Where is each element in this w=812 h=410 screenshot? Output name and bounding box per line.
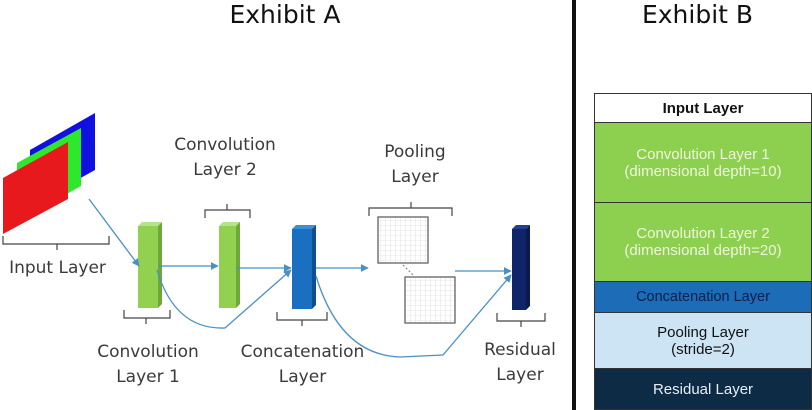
- pooling-map-1: [377, 216, 429, 264]
- stack-row-residual: Residual Layer: [595, 369, 811, 409]
- connections: [88, 198, 512, 358]
- arrow-conv1-concat-skip: [156, 269, 292, 329]
- input-layer-icon: [3, 113, 95, 234]
- exhibit-b-title: Exhibit B: [641, 0, 754, 29]
- stack-row-pooling: Pooling Layer (stride=2): [595, 313, 811, 369]
- pooling-ellipsis: [402, 264, 415, 277]
- concat-block: [292, 225, 316, 309]
- exhibit-a-diagram: [2, 113, 546, 358]
- conv2-bracket: [204, 204, 251, 218]
- input-layer-label: Input Layer: [9, 258, 106, 278]
- exhibit-divider: [572, 0, 576, 410]
- pooling-label: Pooling Layer: [384, 142, 446, 187]
- conv1-bracket: [123, 310, 171, 324]
- arrow-concat-residual-skip: [315, 274, 512, 358]
- layer-stack: Input Layer Convolution Layer 1 (dimensi…: [594, 93, 812, 410]
- residual-label: Residual Layer: [484, 340, 556, 385]
- exhibit-a-title: Exhibit A: [229, 0, 341, 29]
- conv2-label: Convolution Layer 2: [174, 135, 276, 180]
- stack-row-conv2: Convolution Layer 2 (dimensional depth=2…: [595, 203, 811, 282]
- pooling-bracket: [368, 202, 453, 216]
- conv2-block: [219, 222, 240, 308]
- input-plane-red: [3, 142, 68, 234]
- pooling-map-2: [404, 276, 456, 324]
- conv1-block: [138, 222, 162, 308]
- concat-bracket: [276, 312, 328, 326]
- conv1-label: Convolution Layer 1: [97, 342, 199, 387]
- input-bracket: [2, 236, 110, 250]
- concat-label: Concatenation Layer: [240, 342, 365, 387]
- stack-row-concat: Concatenation Layer: [595, 282, 811, 313]
- stack-row-conv1: Convolution Layer 1 (dimensional depth=1…: [595, 123, 811, 203]
- residual-block: [512, 225, 530, 310]
- residual-bracket: [496, 313, 546, 327]
- arrow-input-conv1: [88, 198, 140, 267]
- stack-row-input: Input Layer: [595, 94, 811, 123]
